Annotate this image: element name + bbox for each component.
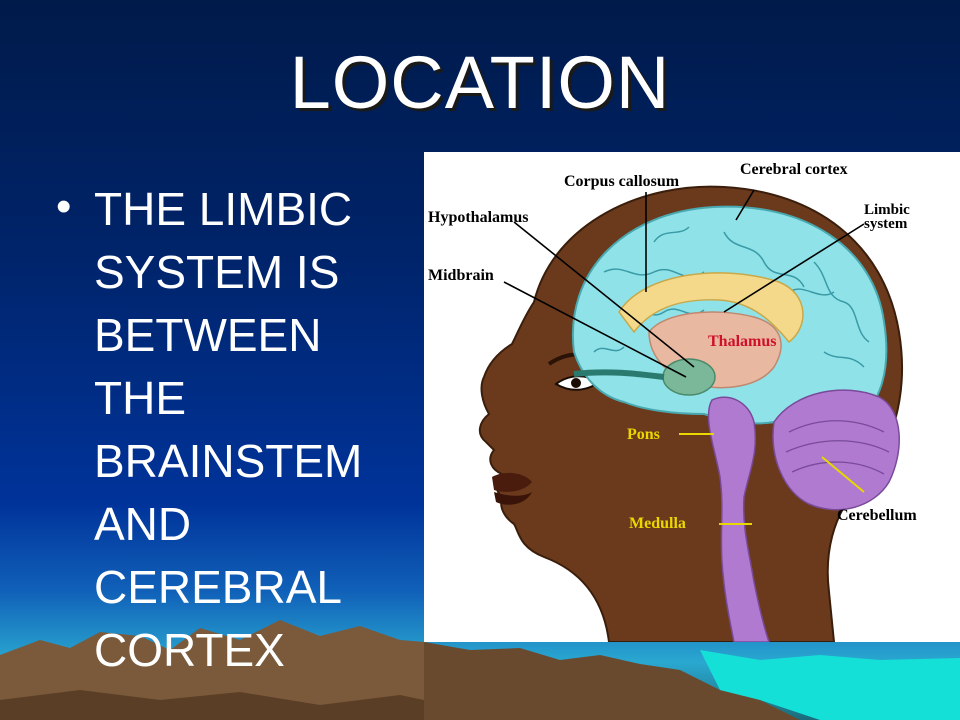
hypothalamus-midbrain <box>662 358 716 396</box>
label-cerebral-cortex: Cerebral cortex <box>740 161 848 178</box>
leader-lines <box>503 189 865 378</box>
label-midbrain: Midbrain <box>428 267 494 284</box>
cerebellum-folds <box>785 420 890 475</box>
brain-diagram: Corpus callosum Cerebral cortex Hypothal… <box>424 152 960 643</box>
bullet-line: THE LIMBIC <box>94 183 353 235</box>
label-pons: Pons <box>627 426 660 443</box>
brain-diagram-svg: Corpus callosum Cerebral cortex Hypothal… <box>428 161 917 643</box>
optic-nerve <box>573 369 665 380</box>
bullet-text: THE LIMBIC SYSTEM IS BETWEEN THE BRAINST… <box>94 178 424 682</box>
bullet-line: AND <box>94 498 192 550</box>
label-medulla: Medulla <box>629 515 686 532</box>
bullet-line: SYSTEM IS <box>94 246 340 298</box>
label-corpus-callosum: Corpus callosum <box>564 173 680 190</box>
bullet-marker: • <box>56 182 72 231</box>
eye-pupil <box>571 378 581 388</box>
bullet-line: THE <box>94 372 186 424</box>
label-limbic: Limbic <box>864 202 910 218</box>
bullet-line: BRAINSTEM <box>94 435 363 487</box>
lips <box>492 472 532 492</box>
bullet-line: CEREBRAL <box>94 561 342 613</box>
bullet-line: CORTEX <box>94 624 285 676</box>
label-cerebellum: Cerebellum <box>837 507 917 524</box>
label-system: system <box>864 216 908 232</box>
bullet-line: BETWEEN <box>94 309 322 361</box>
brainstem <box>707 396 771 643</box>
yellow-leader-lines <box>679 433 865 525</box>
slide-title: LOCATION <box>289 41 671 124</box>
lower-lip <box>494 492 532 505</box>
label-thalamus: Thalamus <box>708 333 776 350</box>
label-hypothalamus: Hypothalamus <box>428 209 528 226</box>
corpus-callosum <box>618 272 804 344</box>
cerebellum <box>772 389 900 511</box>
